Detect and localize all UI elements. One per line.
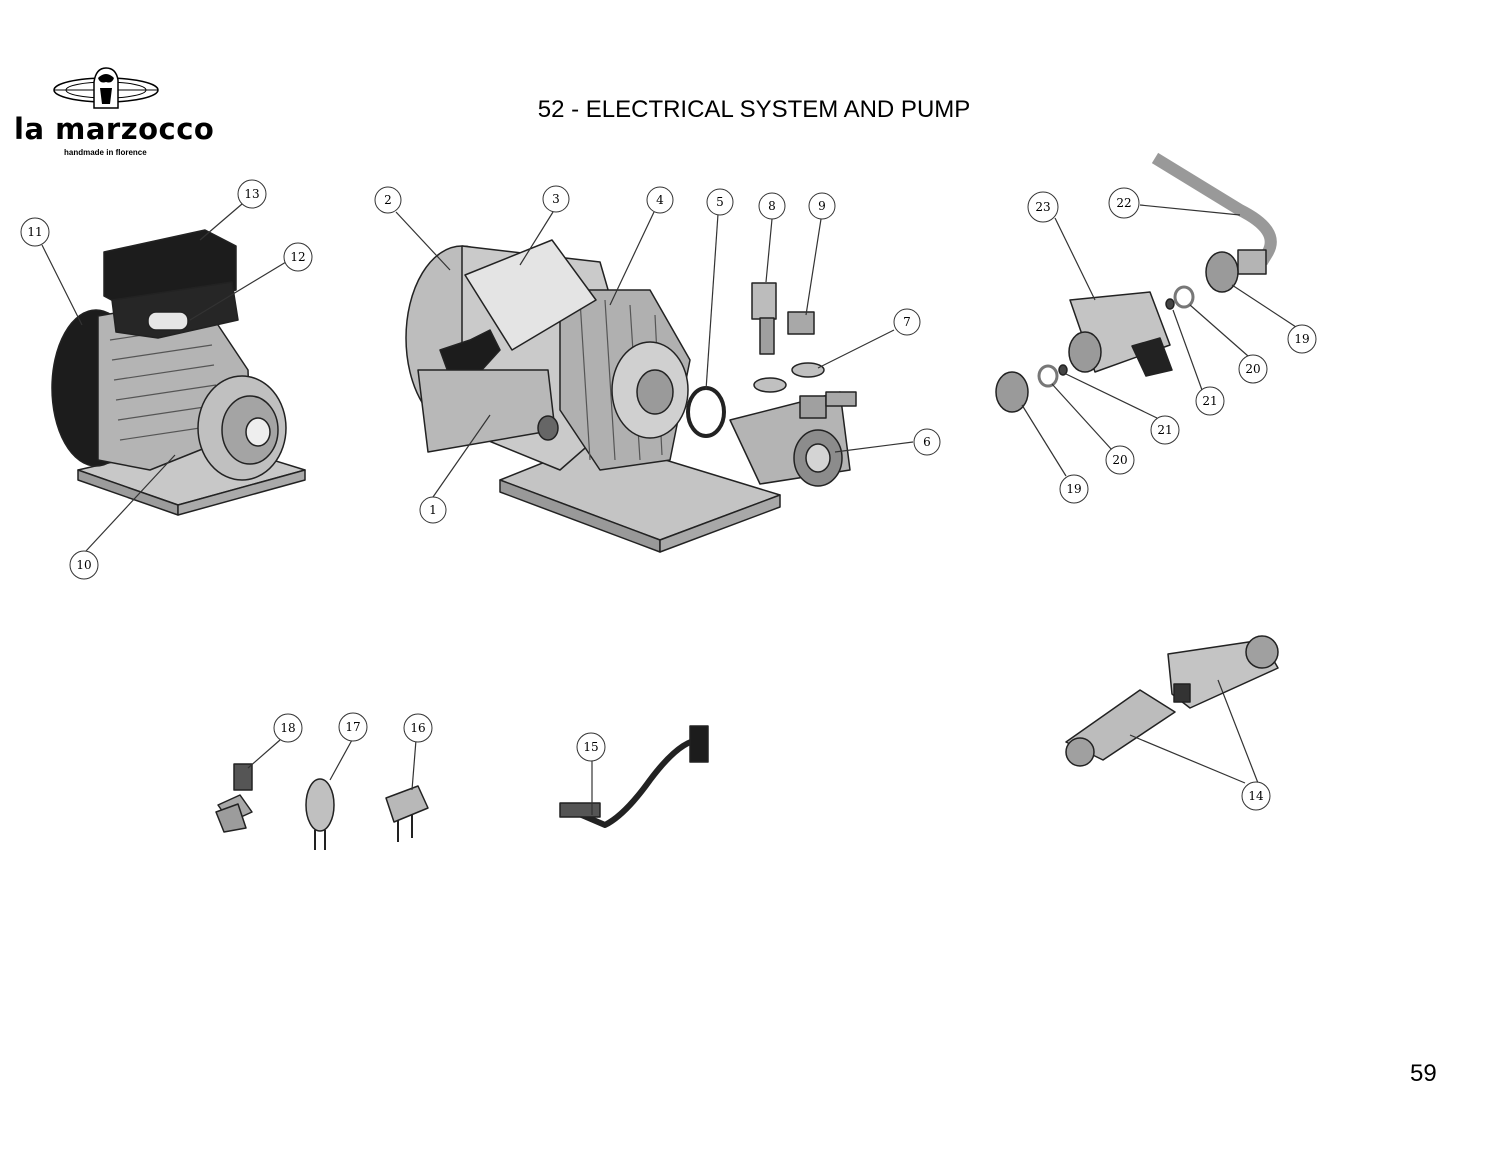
svg-text:1: 1 (429, 503, 437, 517)
callout-22: 22 (1108, 187, 1140, 219)
callout-14: 14 (1241, 781, 1271, 811)
svg-text:2: 2 (384, 193, 392, 207)
callout-20a: 20 (1238, 354, 1268, 384)
callout-21a: 21 (1195, 386, 1225, 416)
callout-18: 18 (273, 713, 303, 743)
lion-globe-emblem-icon (53, 67, 159, 109)
svg-text:5: 5 (716, 195, 724, 209)
svg-text:8: 8 (768, 199, 776, 213)
svg-text:10: 10 (76, 558, 91, 572)
callout-19a: 19 (1287, 324, 1317, 354)
page-number: 59 (1410, 1060, 1437, 1087)
svg-text:11: 11 (27, 225, 42, 239)
flowmeter-assembly (995, 152, 1277, 413)
callout-16: 16 (403, 713, 433, 743)
callout-9: 9 (808, 192, 836, 220)
callout-13: 13 (237, 179, 267, 209)
callout-20b: 20 (1105, 445, 1135, 475)
callout-21b: 21 (1150, 415, 1180, 445)
callout-19b: 19 (1059, 474, 1089, 504)
brand-tagline: handmade in florence (64, 148, 147, 157)
svg-text:19: 19 (1294, 332, 1309, 346)
callout-5: 5 (706, 188, 734, 216)
callout-11: 11 (20, 217, 50, 247)
motor-b (405, 239, 857, 553)
svg-text:14: 14 (1248, 789, 1264, 803)
svg-text:21: 21 (1202, 394, 1217, 408)
callouts: 1 2 3 4 5 6 7 8 9 10 11 12 13 14 15 16 1… (20, 179, 1317, 811)
small-parts (215, 725, 709, 850)
callout-4: 4 (646, 186, 674, 214)
svg-text:18: 18 (280, 721, 295, 735)
svg-text:6: 6 (923, 435, 931, 449)
svg-text:20: 20 (1112, 453, 1127, 467)
svg-text:3: 3 (552, 192, 560, 206)
callout-7: 7 (893, 308, 921, 336)
svg-text:23: 23 (1035, 200, 1050, 214)
callout-3: 3 (542, 185, 570, 213)
callout-8: 8 (758, 192, 786, 220)
page-title: 52 - ELECTRICAL SYSTEM AND PUMP (537, 96, 971, 123)
callout-15: 15 (576, 732, 606, 762)
callout-17: 17 (338, 712, 368, 742)
callout-23: 23 (1027, 191, 1059, 223)
svg-text:16: 16 (410, 721, 425, 735)
callout-10: 10 (69, 550, 99, 580)
parts-drawing (51, 152, 1279, 850)
callout-6: 6 (913, 428, 941, 456)
svg-text:7: 7 (903, 315, 911, 329)
svg-text:15: 15 (583, 740, 598, 754)
svg-text:22: 22 (1116, 196, 1131, 210)
brand-wordmark: la marzocco (14, 112, 215, 146)
svg-text:20: 20 (1245, 362, 1260, 376)
svg-text:13: 13 (244, 187, 259, 201)
brand-logo (50, 64, 162, 112)
callout-1: 1 (419, 496, 447, 524)
svg-text:12: 12 (290, 250, 305, 264)
svg-text:17: 17 (345, 720, 360, 734)
svg-text:9: 9 (818, 199, 826, 213)
svg-text:4: 4 (656, 193, 664, 207)
callout-2: 2 (374, 186, 402, 214)
svg-text:21: 21 (1157, 423, 1172, 437)
svg-text:19: 19 (1066, 482, 1081, 496)
pump-fittings (751, 282, 825, 393)
callout-12: 12 (283, 242, 313, 272)
connector-14 (1065, 635, 1279, 767)
motor-a (51, 229, 306, 516)
leader-lines (41, 203, 1297, 815)
